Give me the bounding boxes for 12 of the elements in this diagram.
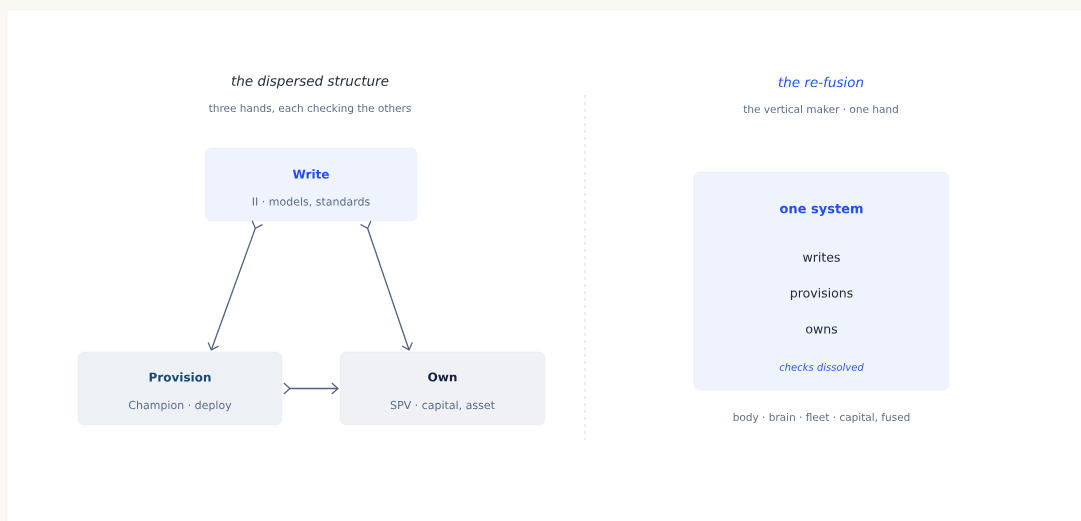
process-box: Own SPV · capital, asset	[339, 351, 546, 426]
arrow	[359, 220, 413, 351]
process-box: Write II · models, standards	[204, 147, 418, 222]
system-box: one system writes provisions owns checks dissolved	[693, 171, 950, 391]
arrow	[207, 220, 264, 351]
subheading: three hands, each checking the others	[208, 103, 411, 115]
subheading: the vertical maker · one hand	[743, 104, 898, 114]
arrow	[283, 382, 339, 395]
heading: the re-fusion	[778, 76, 864, 88]
heading: the dispersed structure	[231, 75, 389, 89]
process-box: Provision Champion · deploy	[77, 351, 283, 426]
node-label: body · brain · fleet · capital, fused	[733, 412, 910, 424]
